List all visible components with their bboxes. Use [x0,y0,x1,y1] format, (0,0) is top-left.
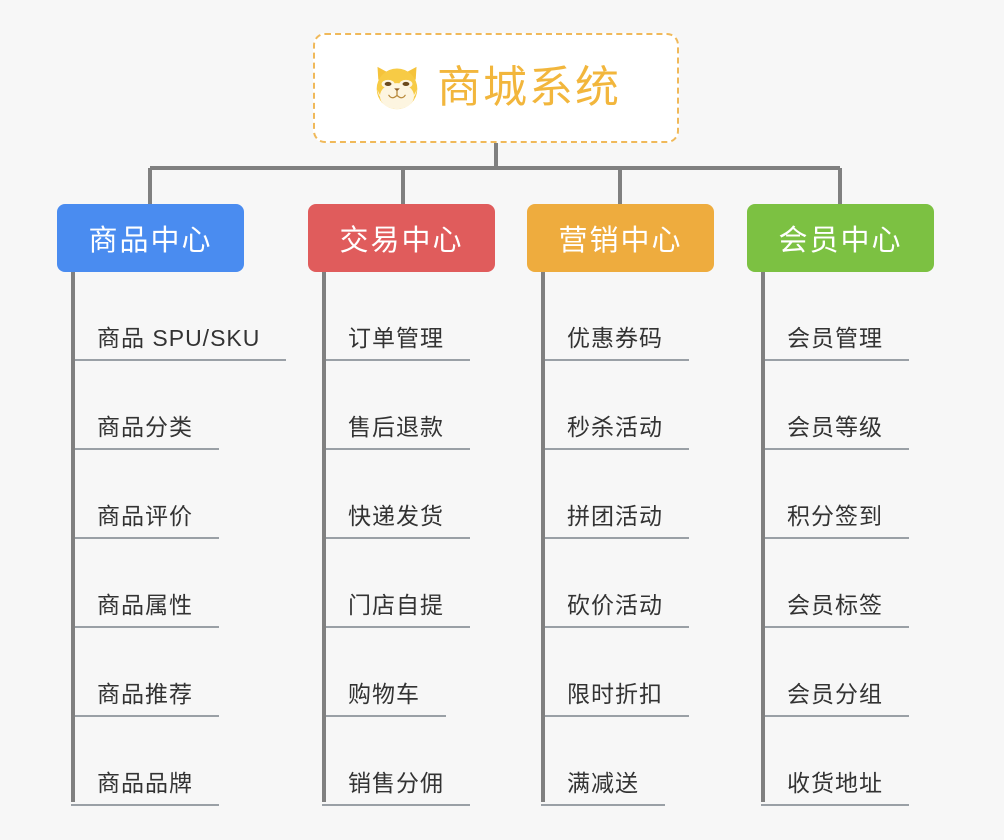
leaf-label: 商品分类 [97,413,193,440]
leaf-label: 优惠券码 [567,324,663,351]
leaf-label: 商品推荐 [97,680,193,707]
leaf-label: 秒杀活动 [567,413,663,440]
list-item[interactable]: 砍价活动 [527,539,714,628]
category-box-1[interactable]: 商品中心 [57,204,244,272]
branch-column-2: 交易中心 订单管理 售后退款 快递发货 门店自提 购物车 销售分佣 [308,204,495,806]
leaf-label: 快递发货 [348,502,444,529]
leaf-label: 商品品牌 [97,769,193,796]
list-item[interactable]: 商品推荐 [57,628,244,717]
list-item[interactable]: 快递发货 [308,450,495,539]
list-item[interactable]: 会员管理 [747,272,934,361]
branch-column-1: 商品中心 商品 SPU/SKU 商品分类 商品评价 商品属性 商品推荐 商品品牌 [57,204,287,806]
category-box-4[interactable]: 会员中心 [747,204,934,272]
leaf-list-2: 订单管理 售后退款 快递发货 门店自提 购物车 销售分佣 [308,272,495,806]
category-label-2: 交易中心 [339,225,464,257]
leaf-label: 收货地址 [787,769,883,796]
leaf-label: 会员分组 [787,680,883,707]
list-item[interactable]: 商品 SPU/SKU [57,272,287,361]
leaf-label: 会员管理 [787,324,883,351]
leaf-label: 商品属性 [97,591,193,618]
leaf-label: 售后退款 [348,413,444,440]
branch-column-4: 会员中心 会员管理 会员等级 积分签到 会员标签 会员分组 收货地址 [747,204,934,806]
list-item[interactable]: 会员分组 [747,628,934,717]
leaf-label: 砍价活动 [567,591,663,618]
leaf-label: 商品 SPU/SKU [97,324,261,351]
list-item[interactable]: 商品评价 [57,450,244,539]
leaf-list-4: 会员管理 会员等级 积分签到 会员标签 会员分组 收货地址 [747,272,934,806]
leaf-label: 会员等级 [787,413,883,440]
leaf-label: 拼团活动 [567,502,663,529]
list-item[interactable]: 限时折扣 [527,628,714,717]
leaf-list-1: 商品 SPU/SKU 商品分类 商品评价 商品属性 商品推荐 商品品牌 [57,272,287,806]
leaf-label: 购物车 [348,680,420,707]
branch-column-3: 营销中心 优惠券码 秒杀活动 拼团活动 砍价活动 限时折扣 满减送 [527,204,714,806]
root-title: 商城系统 [437,63,621,112]
list-item[interactable]: 收货地址 [747,717,934,806]
leaf-label: 订单管理 [348,324,444,351]
leaf-label: 限时折扣 [567,680,663,707]
leaf-label: 商品评价 [97,502,193,529]
leaf-label: 满减送 [567,769,639,796]
leaf-label: 门店自提 [348,591,444,618]
root-node[interactable]: 商城系统 [313,33,679,143]
list-item[interactable]: 销售分佣 [308,717,495,806]
category-label-1: 商品中心 [88,225,213,257]
list-item[interactable]: 售后退款 [308,361,495,450]
leaf-label: 积分签到 [787,502,883,529]
leaf-label: 会员标签 [787,591,883,618]
list-item[interactable]: 购物车 [308,628,495,717]
list-item[interactable]: 商品品牌 [57,717,244,806]
list-item[interactable]: 订单管理 [308,272,495,361]
list-item[interactable]: 拼团活动 [527,450,714,539]
leaf-list-3: 优惠券码 秒杀活动 拼团活动 砍价活动 限时折扣 满减送 [527,272,714,806]
leaf-label: 销售分佣 [348,769,444,796]
list-item[interactable]: 积分签到 [747,450,934,539]
list-item[interactable]: 会员标签 [747,539,934,628]
category-label-3: 营销中心 [558,225,683,257]
list-item[interactable]: 商品属性 [57,539,244,628]
category-box-2[interactable]: 交易中心 [308,204,495,272]
list-item[interactable]: 商品分类 [57,361,244,450]
list-item[interactable]: 会员等级 [747,361,934,450]
list-item[interactable]: 秒杀活动 [527,361,714,450]
shiba-dog-face-icon [371,62,423,114]
list-item[interactable]: 优惠券码 [527,272,714,361]
category-label-4: 会员中心 [778,225,903,257]
category-box-3[interactable]: 营销中心 [527,204,714,272]
list-item[interactable]: 满减送 [527,717,714,806]
list-item[interactable]: 门店自提 [308,539,495,628]
